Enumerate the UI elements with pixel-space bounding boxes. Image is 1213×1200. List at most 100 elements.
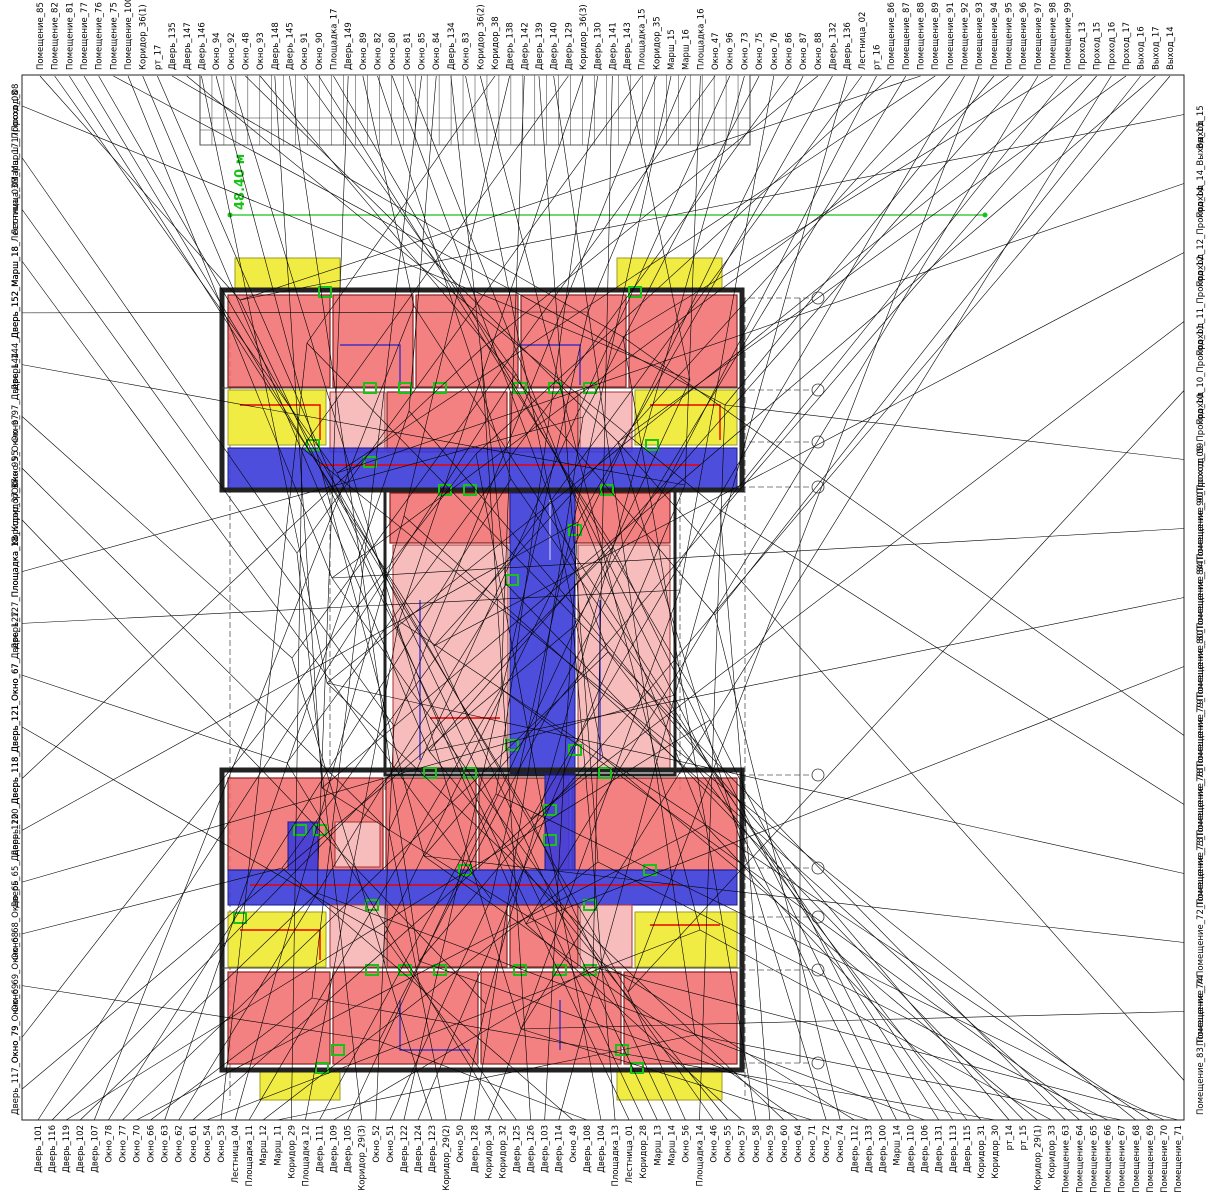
callout-label: Дверь_110 bbox=[907, 1125, 917, 1173]
callout-label: Окно_64 bbox=[794, 1125, 804, 1163]
callout-label: Помещение_94 bbox=[990, 2, 1000, 70]
callout-label: рт_16 bbox=[872, 45, 882, 70]
callout-label: Проход_16 bbox=[1107, 22, 1117, 70]
callout-label: Дверь_143 bbox=[623, 22, 633, 70]
callout-label: Окно_48 bbox=[241, 32, 251, 70]
callout-label: Дверь_111 bbox=[315, 1125, 325, 1173]
top-wing bbox=[219, 287, 745, 493]
callout-label: Коридор_29(3) bbox=[358, 1125, 368, 1191]
callout-label: Проход_10_Проход_11 bbox=[1196, 324, 1206, 425]
callout-label: Дверь_130 bbox=[594, 22, 604, 70]
callout-label: Окно_54 bbox=[203, 1125, 213, 1163]
callout-label: Окно_89 bbox=[359, 32, 369, 70]
labels-left: Проход_08Марш_17_Проход_08Лестница_03_Ма… bbox=[11, 84, 21, 1115]
callout-label: Проход_17 bbox=[1122, 22, 1132, 70]
door-marker bbox=[600, 484, 614, 496]
callout-label: Проход_11_Проход_12 bbox=[1196, 255, 1206, 356]
callout-label: Дверь_128 bbox=[470, 1125, 480, 1173]
callout-label: Окно_57 bbox=[738, 1125, 748, 1163]
callout-label: Окно_95_Окно_97 bbox=[11, 414, 21, 494]
callout-label: Дверь_149 bbox=[344, 22, 354, 70]
callout-label: Площадка_11 bbox=[245, 1125, 255, 1187]
callout-label: Окно_59 bbox=[766, 1125, 776, 1163]
callout-label: Помещение_63 bbox=[1061, 1125, 1071, 1193]
callout-label: Коридор_29(1) bbox=[1033, 1125, 1043, 1191]
callout-label: Окно_63 bbox=[161, 1125, 171, 1163]
callout-label: Дверь_126 bbox=[527, 1125, 537, 1173]
callout-label: Коридор_30 bbox=[991, 1125, 1001, 1179]
callout-label: Окно_47 bbox=[711, 32, 721, 70]
axis-marker bbox=[811, 910, 825, 924]
callout-label: Помещение_79_Помещение_80 bbox=[1196, 630, 1206, 770]
callout-label: Окно_97_Дверь_144 bbox=[11, 353, 21, 443]
legend-table bbox=[199, 74, 751, 146]
axis-marker bbox=[811, 768, 825, 782]
callout-label: Дверь_108 bbox=[583, 1125, 593, 1173]
callout-label: Дверь_122 bbox=[400, 1125, 410, 1173]
callout-label: Окно_71 bbox=[808, 1125, 818, 1163]
callout-label: Дверь_136 bbox=[843, 22, 853, 70]
callout-label: Окно_49 bbox=[569, 1125, 579, 1163]
callout-label: Окно_60 bbox=[780, 1125, 790, 1163]
callout-label: Дверь_144_Дверь_152 bbox=[11, 291, 21, 391]
callout-label: Коридор_31 bbox=[977, 1125, 987, 1179]
callout-label: Марш_12 bbox=[259, 1125, 269, 1166]
callout-label: Окно_76 bbox=[770, 32, 780, 70]
callout-label: Окно_81 bbox=[403, 32, 413, 70]
callout-label: Окно_51 bbox=[386, 1125, 396, 1163]
callout-label: Помещение_95 bbox=[1005, 2, 1015, 70]
callout-label: Окно_79_Окно_69 bbox=[11, 984, 21, 1064]
callout-label: Помещение_84_Помещение_90 bbox=[1196, 492, 1206, 632]
door-marker bbox=[513, 964, 527, 976]
callout-label: Окно_52 bbox=[372, 1125, 382, 1163]
door-marker bbox=[583, 899, 597, 911]
callout-label: Дверь_102 bbox=[76, 1125, 86, 1173]
callout-label: Выход_15 bbox=[1196, 105, 1206, 149]
callout-label: Окно_90 bbox=[315, 32, 325, 70]
callout-label: Марш_18_Лестница_03 bbox=[11, 184, 21, 287]
callout-label: Проход_15 bbox=[1093, 22, 1103, 70]
callout-label: Дверь_125 bbox=[513, 1125, 523, 1173]
callout-label: Помещение_67 bbox=[1118, 1125, 1128, 1193]
callout-label: Окно_58 bbox=[752, 1125, 762, 1163]
callout-label: Дверь_117_Окно_79 bbox=[11, 1025, 21, 1115]
callout-label: Площадка_18_Коридор_37 bbox=[11, 478, 21, 597]
door-marker bbox=[568, 524, 582, 536]
callout-label: Помещение_96 bbox=[1019, 2, 1029, 70]
callout-label: Коридор_29(2) bbox=[442, 1125, 452, 1191]
callout-label: Дверь_138 bbox=[506, 22, 516, 70]
callout-label: Окно_91 bbox=[300, 32, 310, 70]
callout-label: Дверь_127_Площадка_18 bbox=[11, 536, 21, 650]
callout-label: Дверь_119 bbox=[62, 1125, 72, 1173]
callout-label: Проход_09_Проход_10 bbox=[1196, 393, 1206, 494]
callout-label: Коридор_36(1) bbox=[139, 4, 149, 70]
door-marker bbox=[630, 1062, 644, 1074]
door-marker bbox=[505, 739, 519, 751]
callout-label: Помещение_75 bbox=[109, 2, 119, 70]
callout-label: Помещение_68 bbox=[1132, 1125, 1142, 1193]
bottom-wing bbox=[219, 767, 745, 1073]
callout-label: Помещение_99 bbox=[1063, 2, 1073, 70]
callout-label: Марш_14 bbox=[893, 1125, 903, 1166]
callout-label: Помещение_88 bbox=[917, 2, 927, 70]
callout-label: Окно_84 bbox=[432, 32, 442, 70]
callout-label: Марш_16 bbox=[682, 29, 692, 70]
callout-label: Площадка_15 bbox=[638, 8, 648, 70]
callout-label: Помещение_86 bbox=[887, 2, 897, 70]
callout-label: Помещение_83_Помещение_74 bbox=[1196, 975, 1206, 1115]
labels-right: Выход_15Проход_14_Выход_15Проход_12_Прох… bbox=[1196, 105, 1206, 1115]
callout-label: Окно_56 bbox=[681, 1125, 691, 1163]
callout-label: Марш_13 bbox=[653, 1125, 663, 1166]
callout-label: Помещение_85 bbox=[36, 2, 46, 70]
callout-label: Окно_77 bbox=[118, 1125, 128, 1163]
callout-label: Лестница_04 bbox=[231, 1125, 241, 1183]
callout-label: Марш_11 bbox=[273, 1125, 283, 1166]
callout-label: Коридор_38 bbox=[491, 16, 501, 70]
callout-label: Лестница_02 bbox=[858, 12, 868, 70]
callout-label: Окно_85 bbox=[418, 32, 428, 70]
door-marker bbox=[568, 744, 582, 756]
callout-label: Площадка_17 bbox=[330, 8, 340, 70]
callout-label: Дверь_101 bbox=[34, 1125, 44, 1173]
axis-marker bbox=[811, 480, 825, 494]
callout-label: Дверь_152_Марш_18 bbox=[11, 246, 21, 339]
